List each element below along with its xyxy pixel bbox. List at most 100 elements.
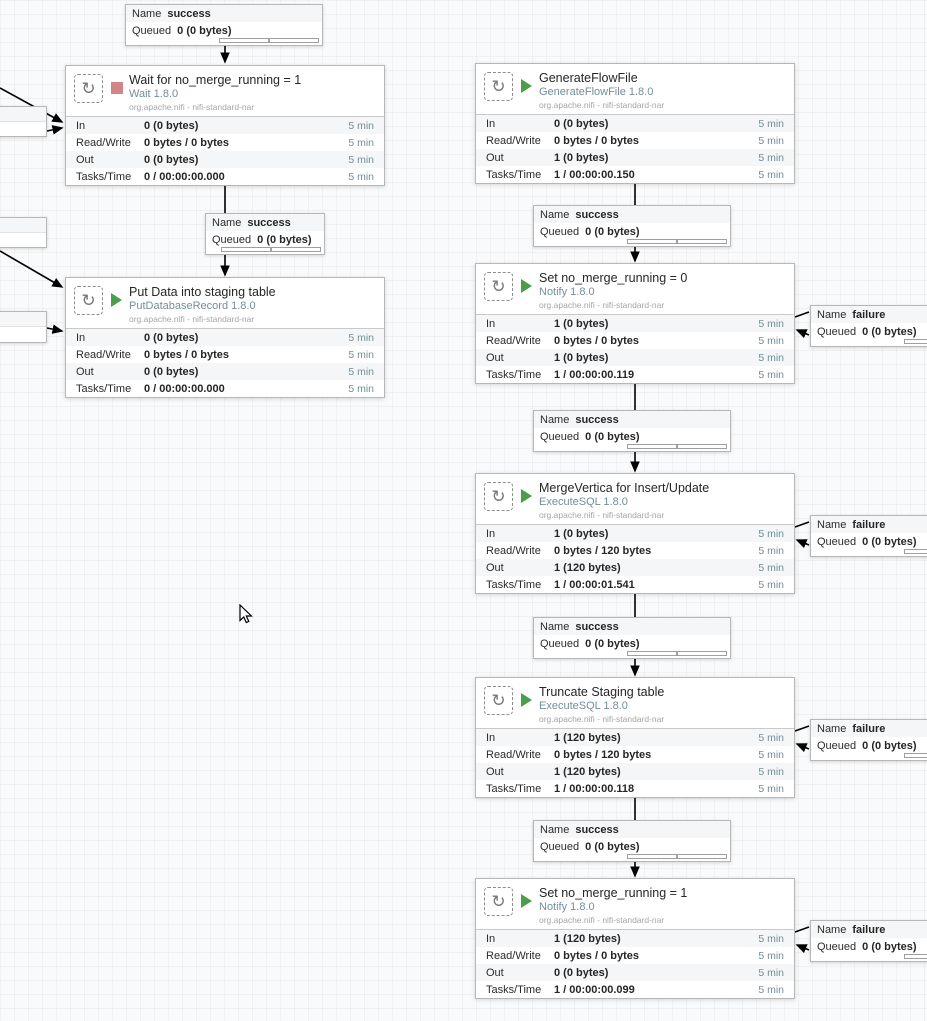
processor-put-data-staging[interactable]: ↻ Put Data into staging table PutDatabas… xyxy=(65,277,385,398)
processor-header: ↻ GenerateFlowFile GenerateFlowFile 1.8.… xyxy=(476,64,794,114)
name-value: success xyxy=(575,823,619,836)
connection-line[interactable] xyxy=(46,324,64,334)
processor-bundle: org.apache.nifi - nifi-standard-nar xyxy=(129,102,255,112)
processor-glyph: ↻ xyxy=(81,79,96,98)
backpressure-object-bar xyxy=(221,247,271,252)
processor-glyph: ↻ xyxy=(491,487,506,506)
stat-value: 1 / 00:00:00.119 xyxy=(554,368,635,381)
backpressure-object-bar xyxy=(904,954,927,959)
offscreen-component-stub[interactable] xyxy=(0,217,47,248)
stat-label: Out xyxy=(486,351,504,364)
connection-line[interactable] xyxy=(795,329,810,339)
connection-line[interactable] xyxy=(794,725,810,732)
queued-value: 0 (0 bytes) xyxy=(862,535,917,548)
stat-value: 1 / 00:00:00.099 xyxy=(554,983,635,996)
processor-header: ↻ MergeVertica for Insert/Update Execute… xyxy=(476,474,794,524)
connection-line[interactable] xyxy=(794,926,810,933)
stat-label: Out xyxy=(76,365,94,378)
processor-set-no-merge-running-0[interactable]: ↻ Set no_merge_running = 0 Notify 1.8.0 … xyxy=(475,263,795,384)
stat-label: Read/Write xyxy=(486,748,541,761)
processor-bundle: org.apache.nifi - nifi-standard-nar xyxy=(129,314,255,324)
connection-line[interactable] xyxy=(795,743,810,753)
queued-key: Queued xyxy=(132,24,172,37)
processor-set-no-merge-running-1[interactable]: ↻ Set no_merge_running = 1 Notify 1.8.0 … xyxy=(475,878,795,999)
connection-line[interactable] xyxy=(794,521,810,528)
connection-line[interactable] xyxy=(0,87,64,123)
name-value: failure xyxy=(852,923,886,936)
stat-window: 5 min xyxy=(348,136,374,149)
stat-window: 5 min xyxy=(758,134,784,147)
queued-value: 0 (0 bytes) xyxy=(862,325,917,338)
stat-value: 0 (0 bytes) xyxy=(554,966,609,979)
stat-label: In xyxy=(486,932,496,945)
offscreen-component-stub[interactable] xyxy=(0,106,47,137)
queued-key: Queued xyxy=(817,535,857,548)
backpressure-object-bar xyxy=(219,38,269,43)
connection-queued-row: Queued 0 (0 bytes) xyxy=(811,533,927,550)
processor-header: ↻ Put Data into staging table PutDatabas… xyxy=(66,278,384,328)
stat-value: 1 (0 bytes) xyxy=(554,527,609,540)
stat-window: 5 min xyxy=(758,932,784,945)
stub-row xyxy=(0,218,46,233)
stat-value: 0 (0 bytes) xyxy=(144,119,199,132)
stat-window: 5 min xyxy=(758,578,784,591)
name-value: failure xyxy=(852,722,886,735)
stat-window: 5 min xyxy=(758,561,784,574)
backpressure-object-bar xyxy=(627,651,677,656)
processor-glyph: ↻ xyxy=(491,892,506,911)
queued-value: 0 (0 bytes) xyxy=(862,739,917,752)
backpressure-data-bar xyxy=(677,651,727,656)
processor-name: MergeVertica for Insert/Update xyxy=(539,481,710,495)
processor-truncate-staging[interactable]: ↻ Truncate Staging table ExecuteSQL 1.8.… xyxy=(475,677,795,798)
stat-value: 0 bytes / 120 bytes xyxy=(554,544,652,557)
name-key: Name xyxy=(540,413,570,426)
connection-line[interactable] xyxy=(794,311,810,318)
processor-wait-for-no-merge-running[interactable]: ↻ Wait for no_merge_running = 1 Wait 1.8… xyxy=(65,65,385,186)
stat-window: 5 min xyxy=(348,382,374,395)
processor-icon: ↻ xyxy=(484,482,513,511)
connection-line[interactable] xyxy=(795,944,810,954)
stat-label: Out xyxy=(76,153,94,166)
connection-line[interactable] xyxy=(795,539,810,549)
backpressure-data-bar xyxy=(271,247,321,252)
connection-line[interactable] xyxy=(46,125,64,135)
offscreen-component-stub[interactable] xyxy=(0,311,47,343)
stat-value: 1 (120 bytes) xyxy=(554,731,621,744)
processor-type: PutDatabaseRecord 1.8.0 xyxy=(129,300,256,312)
connection-line[interactable] xyxy=(0,250,64,288)
stat-label: Out xyxy=(486,765,504,778)
processor-type: ExecuteSQL 1.8.0 xyxy=(539,700,628,712)
stat-label: Out xyxy=(486,151,504,164)
processor-mergevertica[interactable]: ↻ MergeVertica for Insert/Update Execute… xyxy=(475,473,795,594)
stat-value: 1 (120 bytes) xyxy=(554,932,621,945)
processor-generateflowfile[interactable]: ↻ GenerateFlowFile GenerateFlowFile 1.8.… xyxy=(475,63,795,184)
queued-value: 0 (0 bytes) xyxy=(585,225,640,238)
